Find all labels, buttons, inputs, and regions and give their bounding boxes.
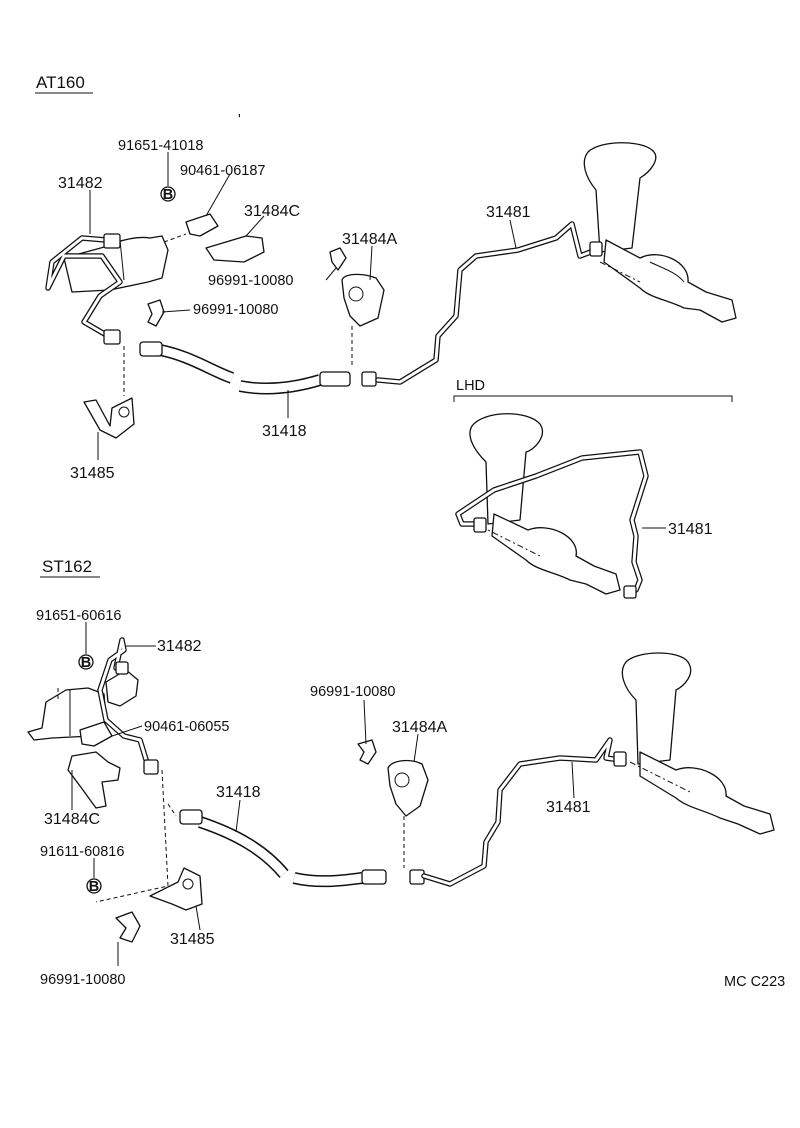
leader: [413, 733, 419, 763]
section-label-st162: ST162: [42, 557, 92, 576]
bracket-31484a-at160: [341, 273, 385, 327]
label-91651-60616: 91651-60616: [36, 608, 121, 624]
clamp-90461-06187: [185, 213, 219, 237]
bolt-91651-41018-icon: [160, 186, 176, 202]
label-31484c-at160: 31484C: [244, 203, 300, 220]
bracket-31485-st162: [149, 867, 203, 911]
bolt-symbol: B: [163, 187, 173, 203]
release-cylinder-at160: [63, 233, 187, 293]
bolt-symbol: B: [81, 655, 91, 671]
leader: [235, 799, 241, 833]
leader: [369, 245, 373, 281]
label-96991-10080-st162-bottom: 96991-10080: [40, 972, 125, 988]
leader: [571, 761, 575, 799]
section-label-at160: AT160: [36, 73, 85, 92]
stray-mark: ': [238, 112, 241, 128]
label-91651-41018: 91651-41018: [118, 138, 203, 154]
label-31481-lhd: 31481: [668, 521, 713, 538]
bracket-hole: [182, 878, 194, 890]
hose-31418-at160: [139, 341, 377, 395]
inset-label-lhd: LHD: [456, 378, 485, 394]
master-cylinder-st162: [621, 652, 775, 835]
master-cylinder-at160: [583, 142, 737, 323]
bracket-hole: [118, 406, 130, 418]
label-31484a-st162: 31484A: [392, 719, 447, 736]
leader: [111, 725, 143, 737]
bolt-91651-60616-icon: [78, 654, 94, 670]
label-31481-st162: 31481: [546, 799, 591, 816]
pipe-31481-lhd: [455, 449, 649, 599]
label-96991-10080-b: 96991-10080: [193, 302, 278, 318]
clip-96991-10080-st162-top: [357, 739, 377, 765]
bracket-31484c-at160: [205, 235, 265, 263]
label-31485-st162: 31485: [170, 931, 215, 948]
leader: [509, 219, 517, 249]
label-31484c-st162: 31484C: [44, 811, 100, 828]
pipe-31482-at160: [45, 233, 123, 345]
leader-dash: [167, 803, 177, 817]
label-90461-06055: 90461-06055: [144, 719, 229, 735]
label-31482-at160: 31482: [58, 175, 103, 192]
label-90461-06187: 90461-06187: [180, 163, 265, 179]
pipe-31482-st162: [97, 637, 159, 775]
label-96991-10080-st162-top: 96991-10080: [310, 684, 395, 700]
label-31418-st162: 31418: [216, 784, 261, 801]
label-31482-st162: 31482: [157, 638, 202, 655]
leader: [161, 309, 191, 313]
pipe-31481-st162: [421, 737, 627, 887]
bracket-31485-at160: [83, 397, 135, 439]
label-31418-at160: 31418: [262, 423, 307, 440]
label-31485-at160: 31485: [70, 465, 115, 482]
leader: [245, 215, 265, 237]
bracket-hole: [348, 286, 364, 302]
leader-dash-st162: [95, 769, 169, 903]
bolt-symbol: B: [89, 879, 99, 895]
clip-96991-10080-st162-bottom: [115, 911, 141, 943]
pipe-31481-at160: [375, 221, 603, 385]
master-cylinder-lhd: [469, 413, 621, 595]
clamp-90461-06055: [79, 721, 113, 747]
release-cylinder-st162: [27, 669, 139, 741]
bolt-91611-60816-icon: [86, 878, 102, 894]
leader: [363, 699, 367, 745]
label-91611-60816: 91611-60816: [40, 844, 124, 860]
leader: [325, 267, 337, 281]
bracket-31484a-st162: [387, 759, 429, 817]
clip-96991-10080-at160-a: [147, 299, 165, 327]
bracket-31484c-st162: [67, 751, 121, 809]
clip-96991-10080-at160-b: [329, 247, 347, 271]
leader: [195, 905, 201, 931]
bracket-hole: [394, 772, 410, 788]
leader: [205, 173, 231, 217]
figure-code: MC C223: [724, 974, 785, 990]
label-31484a-at160: 31484A: [342, 231, 397, 248]
inset-bracket-lhd: [453, 395, 733, 402]
label-31481-at160: 31481: [486, 204, 531, 221]
label-96991-10080-a: 96991-10080: [208, 273, 293, 289]
hose-31418-st162: [179, 809, 425, 888]
